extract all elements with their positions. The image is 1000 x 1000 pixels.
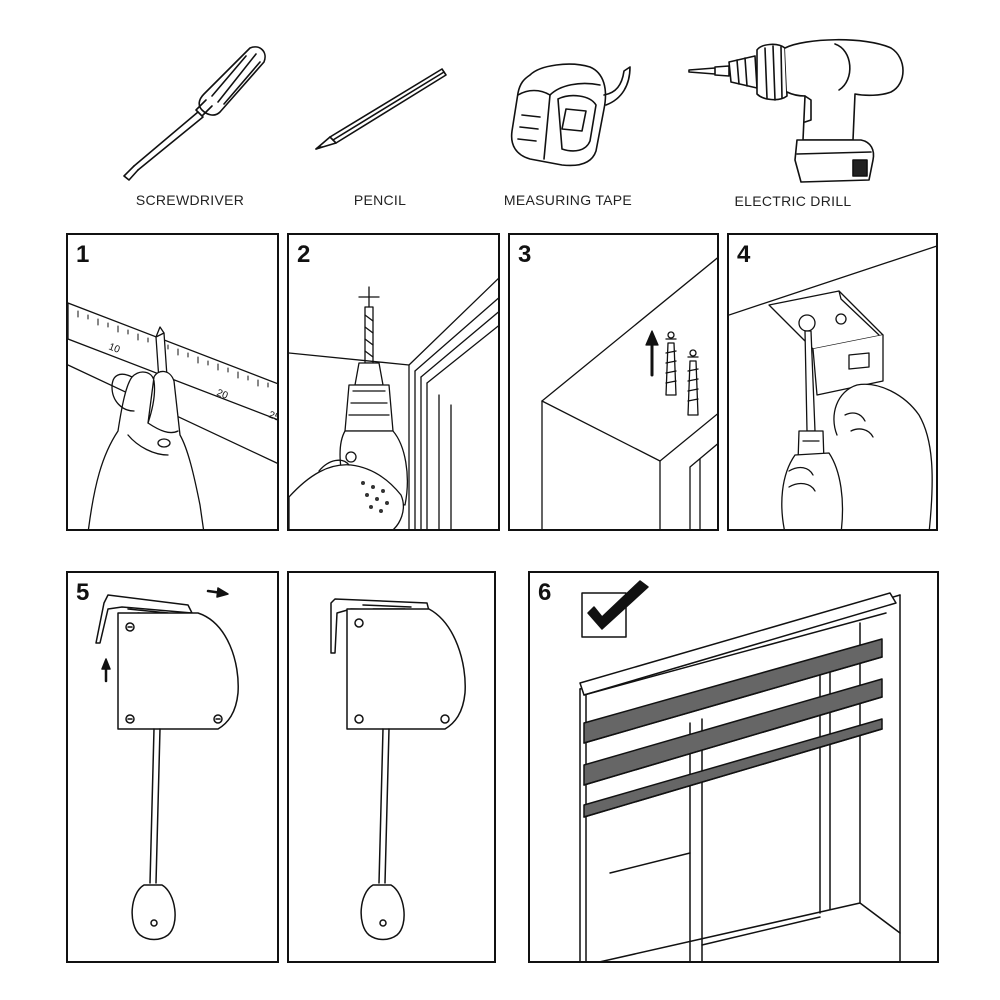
drilling-illustration xyxy=(289,235,500,529)
tool-label-electric-drill: ELECTRIC DRILL xyxy=(734,193,852,209)
step-6-panel: 6 xyxy=(528,571,939,963)
step-number: 6 xyxy=(538,579,552,606)
step-5b-panel xyxy=(287,571,496,963)
step-number: 5 xyxy=(76,579,90,606)
pencil-icon xyxy=(310,65,450,155)
step-number: 1 xyxy=(76,241,90,268)
tool-pencil: PENCIL xyxy=(310,65,450,208)
tool-label-screwdriver: SCREWDRIVER xyxy=(135,192,245,208)
electric-drill-icon xyxy=(685,30,915,195)
wall-plugs-illustration xyxy=(510,235,719,531)
step-2-panel: 2 xyxy=(287,233,500,531)
tool-screwdriver: SCREWDRIVER xyxy=(110,40,270,208)
step-3-panel: 3 xyxy=(508,233,719,531)
step-5-panel: 5 xyxy=(66,571,279,963)
ruler-mark-10: 10 xyxy=(107,342,122,356)
tool-label-pencil: PENCIL xyxy=(353,192,407,208)
ruler-mark-20: 20 xyxy=(215,388,230,402)
tool-measuring-tape: MEASURING TAPE xyxy=(500,55,640,208)
installed-blind-illustration xyxy=(530,573,939,963)
screwdriver-icon xyxy=(110,40,270,180)
measuring-tape-icon xyxy=(500,55,640,175)
step-1-panel: 1 10 20 25 xyxy=(66,233,279,531)
roller-attach-illustration xyxy=(68,573,279,963)
ruler-marking-illustration: 10 20 25 xyxy=(68,235,279,529)
tool-electric-drill: ELECTRIC DRILL xyxy=(685,30,915,209)
ruler-mark-25: 25 xyxy=(267,410,279,424)
roller-attached-illustration xyxy=(289,573,496,963)
step-4-panel: 4 xyxy=(727,233,938,531)
checkmark-icon xyxy=(582,581,648,637)
step-number: 3 xyxy=(518,241,532,268)
step-number: 4 xyxy=(737,241,751,268)
tool-label-measuring-tape: MEASURING TAPE xyxy=(503,192,633,208)
bracket-screwing-illustration xyxy=(729,235,938,529)
step-number: 2 xyxy=(297,241,311,268)
